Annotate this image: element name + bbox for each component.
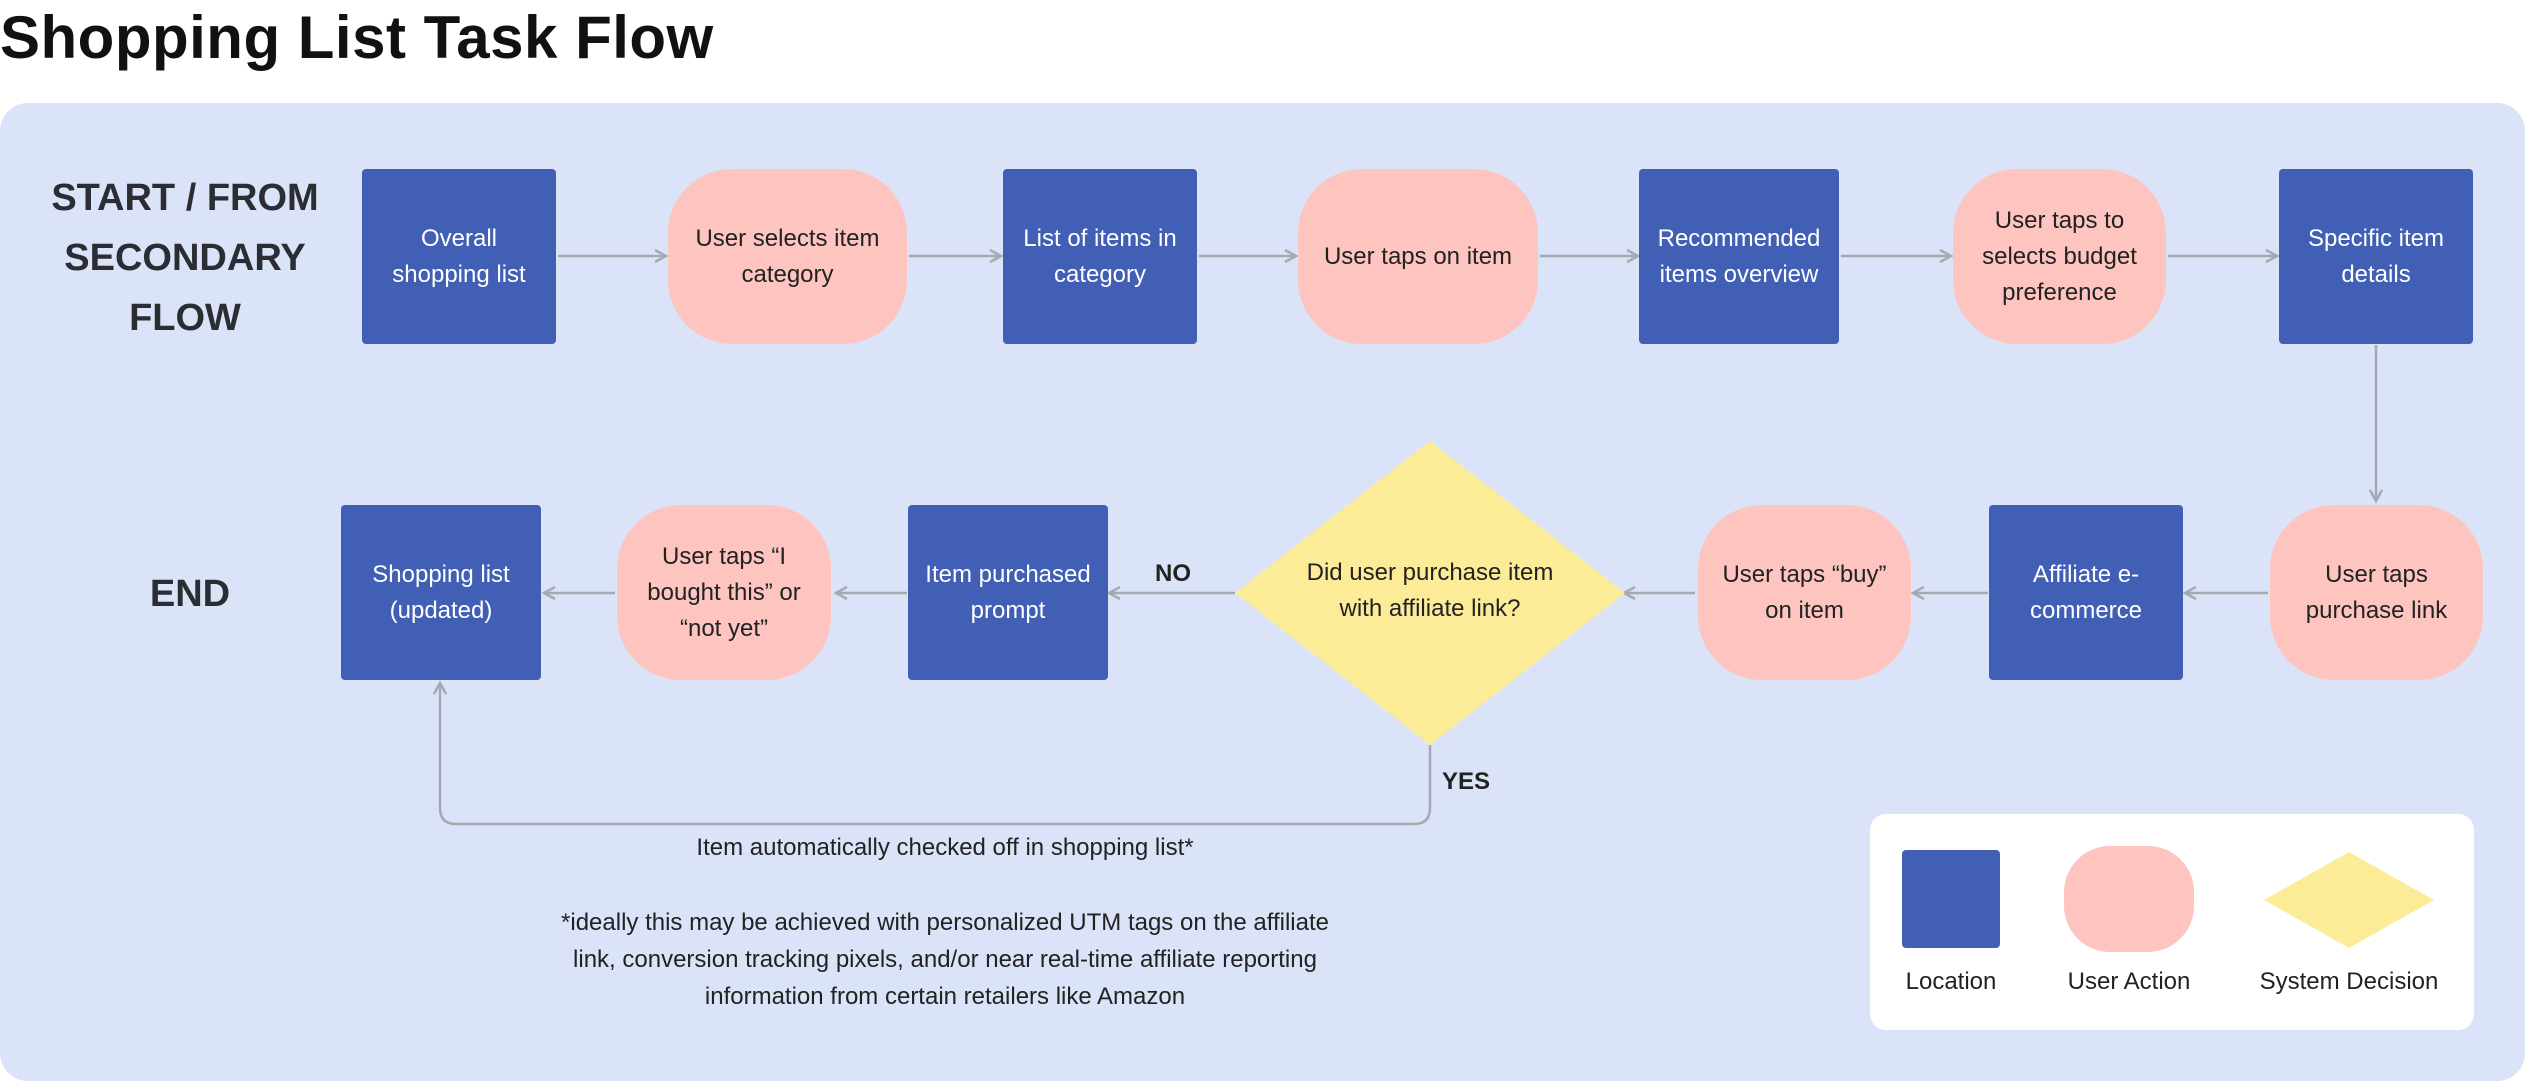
- node-overall-shopping-list: Overall shopping list: [362, 169, 556, 344]
- decision-text: Did user purchase item with affiliate li…: [1306, 559, 1554, 622]
- legend-location-swatch: [1902, 850, 2000, 948]
- node-affiliate-ecommerce: Affiliate e-commerce: [1989, 505, 2183, 680]
- node-user-taps-buy-on-item: User taps “buy” on item: [1698, 505, 1911, 680]
- node-specific-item-details: Specific item details: [2279, 169, 2473, 344]
- legend-system-decision-swatch: [2264, 852, 2434, 948]
- arrow-yes: [440, 684, 1432, 826]
- node-user-taps-budget-preference: User taps to selects budget preference: [1953, 169, 2166, 344]
- node-user-taps-bought-this: User taps “I bought this” or “not yet”: [617, 505, 831, 680]
- legend-location-label: Location: [1905, 968, 1997, 995]
- start-label: START / FROM SECONDARY FLOW: [51, 177, 319, 339]
- branch-yes-label: YES: [1442, 768, 1491, 795]
- branch-no-label: NO: [1155, 560, 1191, 587]
- footnote: *ideally this may be achieved with perso…: [561, 909, 1329, 1010]
- node-user-taps-purchase-link: User taps purchase link: [2270, 505, 2483, 680]
- legend-user-action-label: User Action: [2067, 968, 2191, 995]
- node-user-selects-item-category: User selects item category: [668, 169, 907, 344]
- auto-checkoff-note: Item automatically checked off in shoppi…: [696, 834, 1194, 861]
- node-item-purchased-prompt: Item purchased prompt: [908, 505, 1108, 680]
- end-label: END: [149, 573, 231, 615]
- legend: Location User Action System Decision: [1870, 814, 2474, 1030]
- node-shopping-list-updated: Shopping list (updated): [341, 505, 541, 680]
- legend-system-decision-label: System Decision: [2259, 968, 2439, 995]
- page-title: Shopping List Task Flow: [0, 4, 714, 71]
- node-recommended-items-overview: Recommended items overview: [1639, 169, 1839, 344]
- legend-user-action-swatch: [2064, 846, 2194, 952]
- node-user-taps-on-item: User taps on item: [1298, 169, 1538, 344]
- decision-diamond: [1235, 441, 1625, 745]
- node-list-of-items-in-category: List of items in category: [1003, 169, 1197, 344]
